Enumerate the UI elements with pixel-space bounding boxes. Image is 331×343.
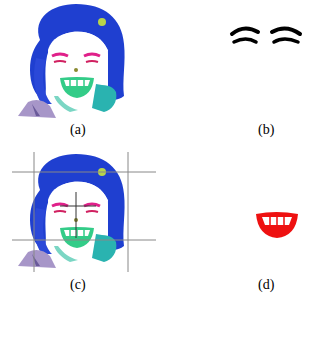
panel-label: (d): [258, 278, 274, 292]
panel-label: (b): [258, 123, 274, 137]
panel-label: (c): [70, 278, 86, 292]
panel-label: (a): [70, 123, 86, 137]
